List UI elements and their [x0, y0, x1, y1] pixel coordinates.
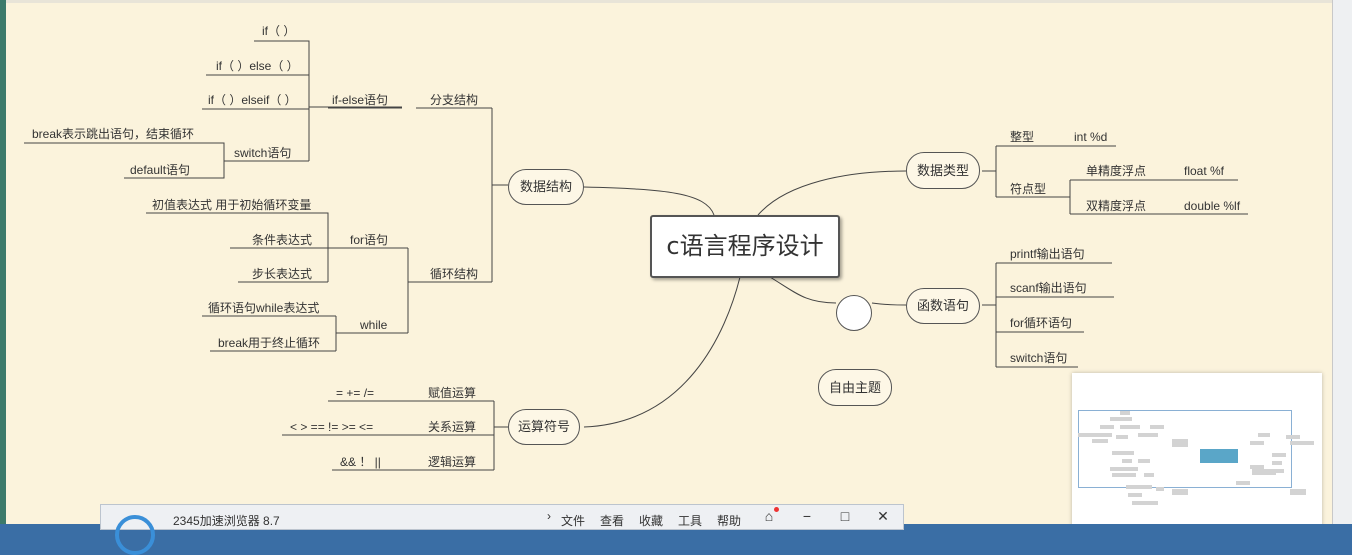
browser-title: 2345加速浏览器 8.7 [173, 514, 280, 528]
minimap-panel[interactable] [1072, 373, 1322, 524]
relation-op-value[interactable]: < > == != >= <= [290, 420, 374, 434]
scrollbar-panel[interactable] [1332, 0, 1352, 524]
topic-data-structure[interactable]: 数据结构 [508, 169, 584, 205]
loop-structure-label[interactable]: 循环结构 [430, 267, 479, 281]
double-float-value[interactable]: double %lf [1184, 199, 1241, 213]
minimap-viewport[interactable] [1078, 410, 1292, 488]
close-icon[interactable]: ✕ [877, 508, 889, 524]
break-item[interactable]: break表示跳出语句，结束循环 [32, 127, 195, 141]
step-expression-item[interactable]: 步长表达式 [252, 267, 313, 281]
while-label[interactable]: while [360, 318, 388, 332]
menu-tools[interactable]: 工具 [678, 514, 703, 528]
mindmap-canvas[interactable]: c语言程序设计 数据结构 运算符号 数据类型 函数语句 自由主题 分支结构 if… [6, 0, 1332, 524]
switch-item[interactable]: switch语句 [1010, 351, 1068, 365]
init-expression-item[interactable]: 初值表达式 用于初始循环变量 [152, 198, 312, 212]
logic-op-label[interactable]: 逻辑运算 [428, 455, 477, 469]
printf-item[interactable]: printf输出语句 [1010, 247, 1085, 261]
break-loop-item[interactable]: break用于终止循环 [218, 336, 321, 350]
relation-op-label[interactable]: 关系运算 [428, 420, 477, 434]
browser-window-bar[interactable]: 2345加速浏览器 8.7 › 文件 查看 收藏 工具 帮助 ⌂ − □ ✕ [100, 504, 904, 555]
for-loop-item[interactable]: for循环语句 [1010, 316, 1073, 330]
menu-favorites[interactable]: 收藏 [639, 514, 664, 528]
int-value[interactable]: int %d [1074, 130, 1108, 144]
menu-file[interactable]: 文件 [561, 514, 586, 528]
single-float-value[interactable]: float %f [1184, 164, 1225, 178]
switch-label[interactable]: switch语句 [234, 146, 292, 160]
browser-logo-icon [115, 515, 155, 555]
minimap-root-node [1200, 449, 1238, 463]
for-label[interactable]: for语句 [350, 233, 389, 247]
topic-functions[interactable]: 函数语句 [906, 288, 980, 324]
skin-icon[interactable]: ⌂ [761, 507, 779, 523]
notification-dot [774, 507, 779, 512]
double-float-label[interactable]: 双精度浮点 [1086, 199, 1147, 213]
floating-topic[interactable]: 自由主题 [818, 369, 892, 406]
logic-op-value[interactable]: && ！ || [340, 455, 381, 469]
assign-op-value[interactable]: = += /= [336, 386, 375, 400]
root-topic[interactable]: c语言程序设计 [650, 215, 840, 278]
empty-topic-node[interactable] [836, 295, 872, 331]
single-float-label[interactable]: 单精度浮点 [1086, 164, 1147, 178]
ifelse-label[interactable]: if-else语句 [332, 93, 389, 107]
int-label[interactable]: 整型 [1010, 130, 1035, 144]
if-elseif-item[interactable]: if（ ）elseif（ ） [208, 93, 297, 107]
if-else-item[interactable]: if（ ）else（ ） [216, 59, 299, 73]
chevron-right-icon[interactable]: › [547, 509, 551, 523]
menu-view[interactable]: 查看 [600, 514, 625, 528]
connector-lines [24, 40, 1248, 471]
float-label[interactable]: 符点型 [1010, 182, 1047, 196]
branch-structure-label[interactable]: 分支结构 [430, 93, 479, 107]
condition-expression-item[interactable]: 条件表达式 [252, 233, 313, 247]
minimize-icon[interactable]: − [802, 508, 812, 524]
if-item[interactable]: if（ ） [262, 24, 296, 38]
menu-help[interactable]: 帮助 [717, 514, 742, 528]
while-expression-item[interactable]: 循环语句while表达式 [208, 301, 320, 315]
default-item[interactable]: default语句 [130, 163, 191, 177]
topic-operators[interactable]: 运算符号 [508, 409, 580, 445]
maximize-icon[interactable]: □ [840, 508, 850, 524]
topic-data-types[interactable]: 数据类型 [906, 152, 980, 189]
root-title: c语言程序设计 [666, 232, 824, 260]
assign-op-label[interactable]: 赋值运算 [428, 386, 477, 400]
scanf-item[interactable]: scanf输出语句 [1010, 281, 1087, 295]
desktop-edge [0, 0, 6, 524]
